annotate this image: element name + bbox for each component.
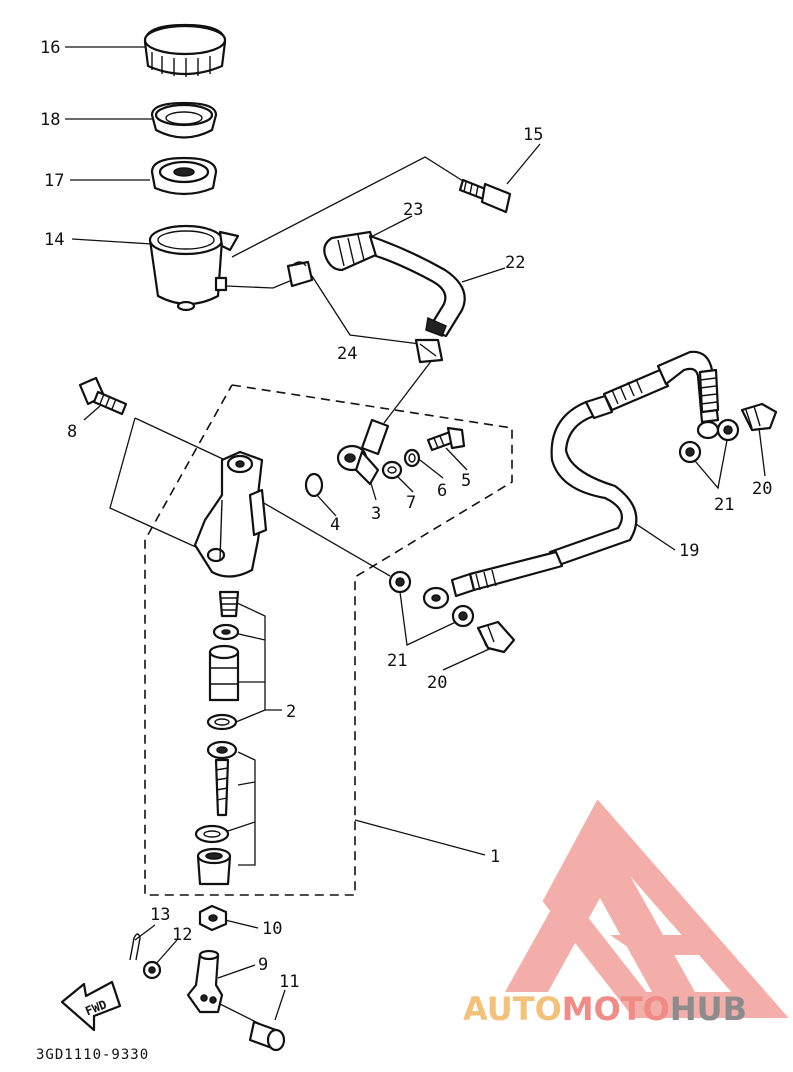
- fwd-arrow: FWD: [60, 980, 122, 1032]
- part-21-washers: [388, 418, 740, 628]
- part-12-washer: [142, 960, 162, 980]
- callout-2: 2: [286, 702, 296, 722]
- part-24-clips: [286, 260, 444, 364]
- callout-13: 13: [150, 905, 170, 925]
- part-17-plate: [150, 156, 218, 196]
- watermark-logo: [505, 799, 789, 1018]
- part-15-screw: [458, 178, 512, 214]
- part-10-nut: [198, 904, 228, 932]
- part-6-spring-washer: [403, 448, 421, 468]
- part-4-o-ring: [304, 472, 324, 498]
- part-16-reservoir-cap: [143, 23, 227, 77]
- callout-21-left: 21: [387, 651, 407, 671]
- callout-5: 5: [461, 471, 471, 491]
- part-13-cotter-pin: [129, 933, 141, 961]
- part-20-union-bolts: [476, 402, 778, 654]
- diagram-code: 3GD1110-9330: [36, 1047, 149, 1063]
- callout-15: 15: [523, 125, 543, 145]
- part-2-piston-kit: [194, 590, 240, 886]
- callout-9: 9: [258, 955, 268, 975]
- callout-11: 11: [279, 972, 299, 992]
- callout-10: 10: [262, 919, 282, 939]
- part-11-pin: [248, 1020, 286, 1052]
- callout-labels: 16 18 17 14 15 23 22 24 8 4 3 7 6 5 21 2…: [40, 38, 772, 992]
- callout-14: 14: [44, 230, 64, 250]
- callout-23: 23: [403, 200, 423, 220]
- assembly-boundary: [144, 384, 513, 896]
- part-5-bolt: [426, 426, 466, 452]
- watermark-auto: AUTO: [463, 990, 562, 1028]
- callout-19: 19: [679, 541, 699, 561]
- watermark-hub: HUB: [670, 990, 747, 1028]
- callout-20-right: 20: [752, 479, 772, 499]
- callout-24: 24: [337, 344, 357, 364]
- callout-12: 12: [172, 925, 192, 945]
- part-18-diaphragm: [150, 101, 218, 139]
- callout-8: 8: [67, 422, 77, 442]
- callout-7: 7: [406, 493, 416, 513]
- part-19-brake-hose: [422, 350, 720, 610]
- part-22-hose: [368, 234, 466, 338]
- callout-4: 4: [330, 515, 340, 535]
- callout-6: 6: [437, 481, 447, 501]
- part-8-bolt: [78, 376, 128, 416]
- callout-1: 1: [490, 847, 500, 867]
- part-9-clevis: [186, 949, 224, 1014]
- watermark-text: AUTOMOTOHUB: [463, 990, 747, 1028]
- watermark-moto: MOTO: [562, 990, 670, 1028]
- callout-22: 22: [505, 253, 525, 273]
- callout-3: 3: [371, 504, 381, 524]
- part-14-reservoir: [148, 224, 240, 312]
- master-cylinder-body: [193, 450, 268, 578]
- callout-16: 16: [40, 38, 60, 58]
- part-7-washer: [381, 460, 403, 480]
- part-3-joint: [336, 418, 390, 486]
- callout-21-right: 21: [714, 495, 734, 515]
- callout-20-left: 20: [427, 673, 447, 693]
- callout-18: 18: [40, 110, 60, 130]
- callout-17: 17: [44, 171, 64, 191]
